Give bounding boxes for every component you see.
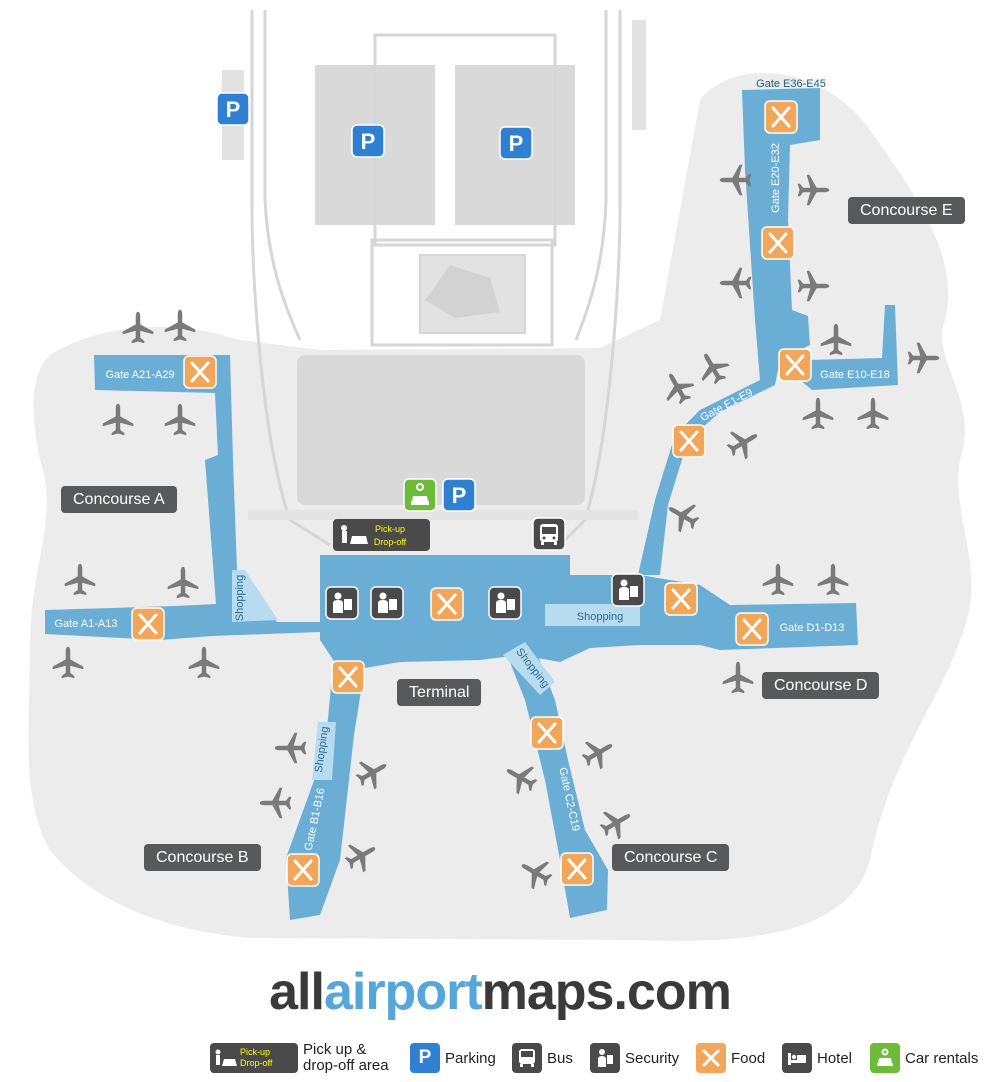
person-icon: [341, 525, 347, 531]
security-icon: [325, 586, 359, 620]
gate-label-d1-d13: Gate D1-D13: [780, 622, 845, 634]
pickup-line1: Pick-up: [375, 524, 405, 534]
parking-icon: [442, 478, 476, 512]
pickup-dropoff-marker: Pick-up Drop-off: [333, 519, 430, 551]
food-icon: [764, 100, 798, 134]
security-icon: [590, 1043, 620, 1073]
gate-label-e10-e18: Gate E10-E18: [820, 369, 890, 381]
food-icon: [430, 587, 464, 621]
legend-pickup-line1: Pick-up: [240, 1047, 271, 1057]
food-icon: [735, 612, 769, 646]
food-icon: [560, 852, 594, 886]
curbside-road: [248, 510, 638, 520]
car-rental-icon: [870, 1043, 900, 1073]
bus-icon: [512, 1043, 542, 1073]
car-icon: [215, 1049, 237, 1066]
security-icon: [370, 586, 404, 620]
legend-car-rentals: Car rentals: [870, 1040, 978, 1076]
shopping-areas: [232, 570, 640, 780]
legend-car-rentals-label: Car rentals: [905, 1049, 979, 1067]
pickup-line2: Drop-off: [374, 537, 407, 547]
legend-bus: Bus: [512, 1040, 573, 1076]
concourse-e-label: Concourse E: [848, 197, 965, 224]
legend-pickup-label1: Pick up &: [303, 1041, 367, 1058]
car-rental-icon: [403, 478, 437, 512]
food-icon: [183, 355, 217, 389]
shopping-label-a: Shopping: [234, 575, 246, 622]
legend-food: Food: [696, 1040, 765, 1076]
concourse-d-label: Concourse D: [762, 672, 880, 699]
concourse-b-label: Concourse B: [144, 844, 261, 871]
gate-label-a21-a29: Gate A21-A29: [105, 369, 174, 381]
hotel-icon: [782, 1043, 812, 1073]
legend-parking-label: Parking: [445, 1049, 496, 1067]
brand-logo: allairportmaps.com: [269, 963, 732, 1021]
bus-icon: [532, 517, 566, 551]
legend-pickup-line2: Drop-off: [240, 1058, 273, 1068]
food-icon: [131, 607, 165, 641]
food-icon: [331, 660, 365, 694]
shopping-label-d: Shopping: [577, 611, 624, 623]
pickup-dropoff-icon: Pick-up Drop-off: [210, 1043, 298, 1073]
food-icon: [672, 424, 706, 458]
legend-pickup-label2: drop-off area: [303, 1057, 389, 1074]
parking-icon: [216, 92, 250, 126]
landside-area: [250, 10, 622, 547]
terminal-label: Terminal: [397, 679, 482, 706]
legend-security-label: Security: [625, 1049, 680, 1067]
parking-icon: [499, 126, 533, 160]
food-icon: [778, 348, 812, 382]
map-legend: Pick-up Drop-off Pick up & drop-off area…: [210, 1040, 990, 1080]
food-icon: [286, 853, 320, 887]
food-icon: [761, 226, 795, 260]
car-icon: [350, 536, 368, 544]
food-icon: [664, 582, 698, 616]
legend-food-label: Food: [731, 1049, 766, 1067]
right-strip: [632, 20, 646, 130]
concourse-c-label: Concourse C: [612, 844, 730, 871]
food-icon: [530, 716, 564, 750]
food-icon: [696, 1043, 726, 1073]
central-building-shape: [425, 265, 500, 318]
terminal-landside-building: [297, 355, 585, 505]
gate-label-e20-e32: Gate E20-E32: [770, 143, 782, 213]
security-icon: [611, 573, 645, 607]
legend-hotel: Hotel: [782, 1040, 852, 1076]
legend-hotel-label: Hotel: [817, 1049, 853, 1067]
gate-label-e36-e45: Gate E36-E45: [756, 78, 826, 90]
security-icon: [488, 586, 522, 620]
legend-security: Security: [590, 1040, 679, 1076]
gate-label-a1-a13: Gate A1-A13: [55, 618, 118, 630]
legend-parking: P Parking: [410, 1040, 496, 1076]
parking-icon: P: [410, 1043, 440, 1073]
parking-icon: [351, 124, 385, 158]
legend-pickup: Pick-up Drop-off Pick up & drop-off area: [210, 1040, 389, 1076]
concourse-a-label: Concourse A: [61, 486, 177, 513]
legend-bus-label: Bus: [547, 1049, 573, 1067]
central-building: [370, 238, 554, 347]
